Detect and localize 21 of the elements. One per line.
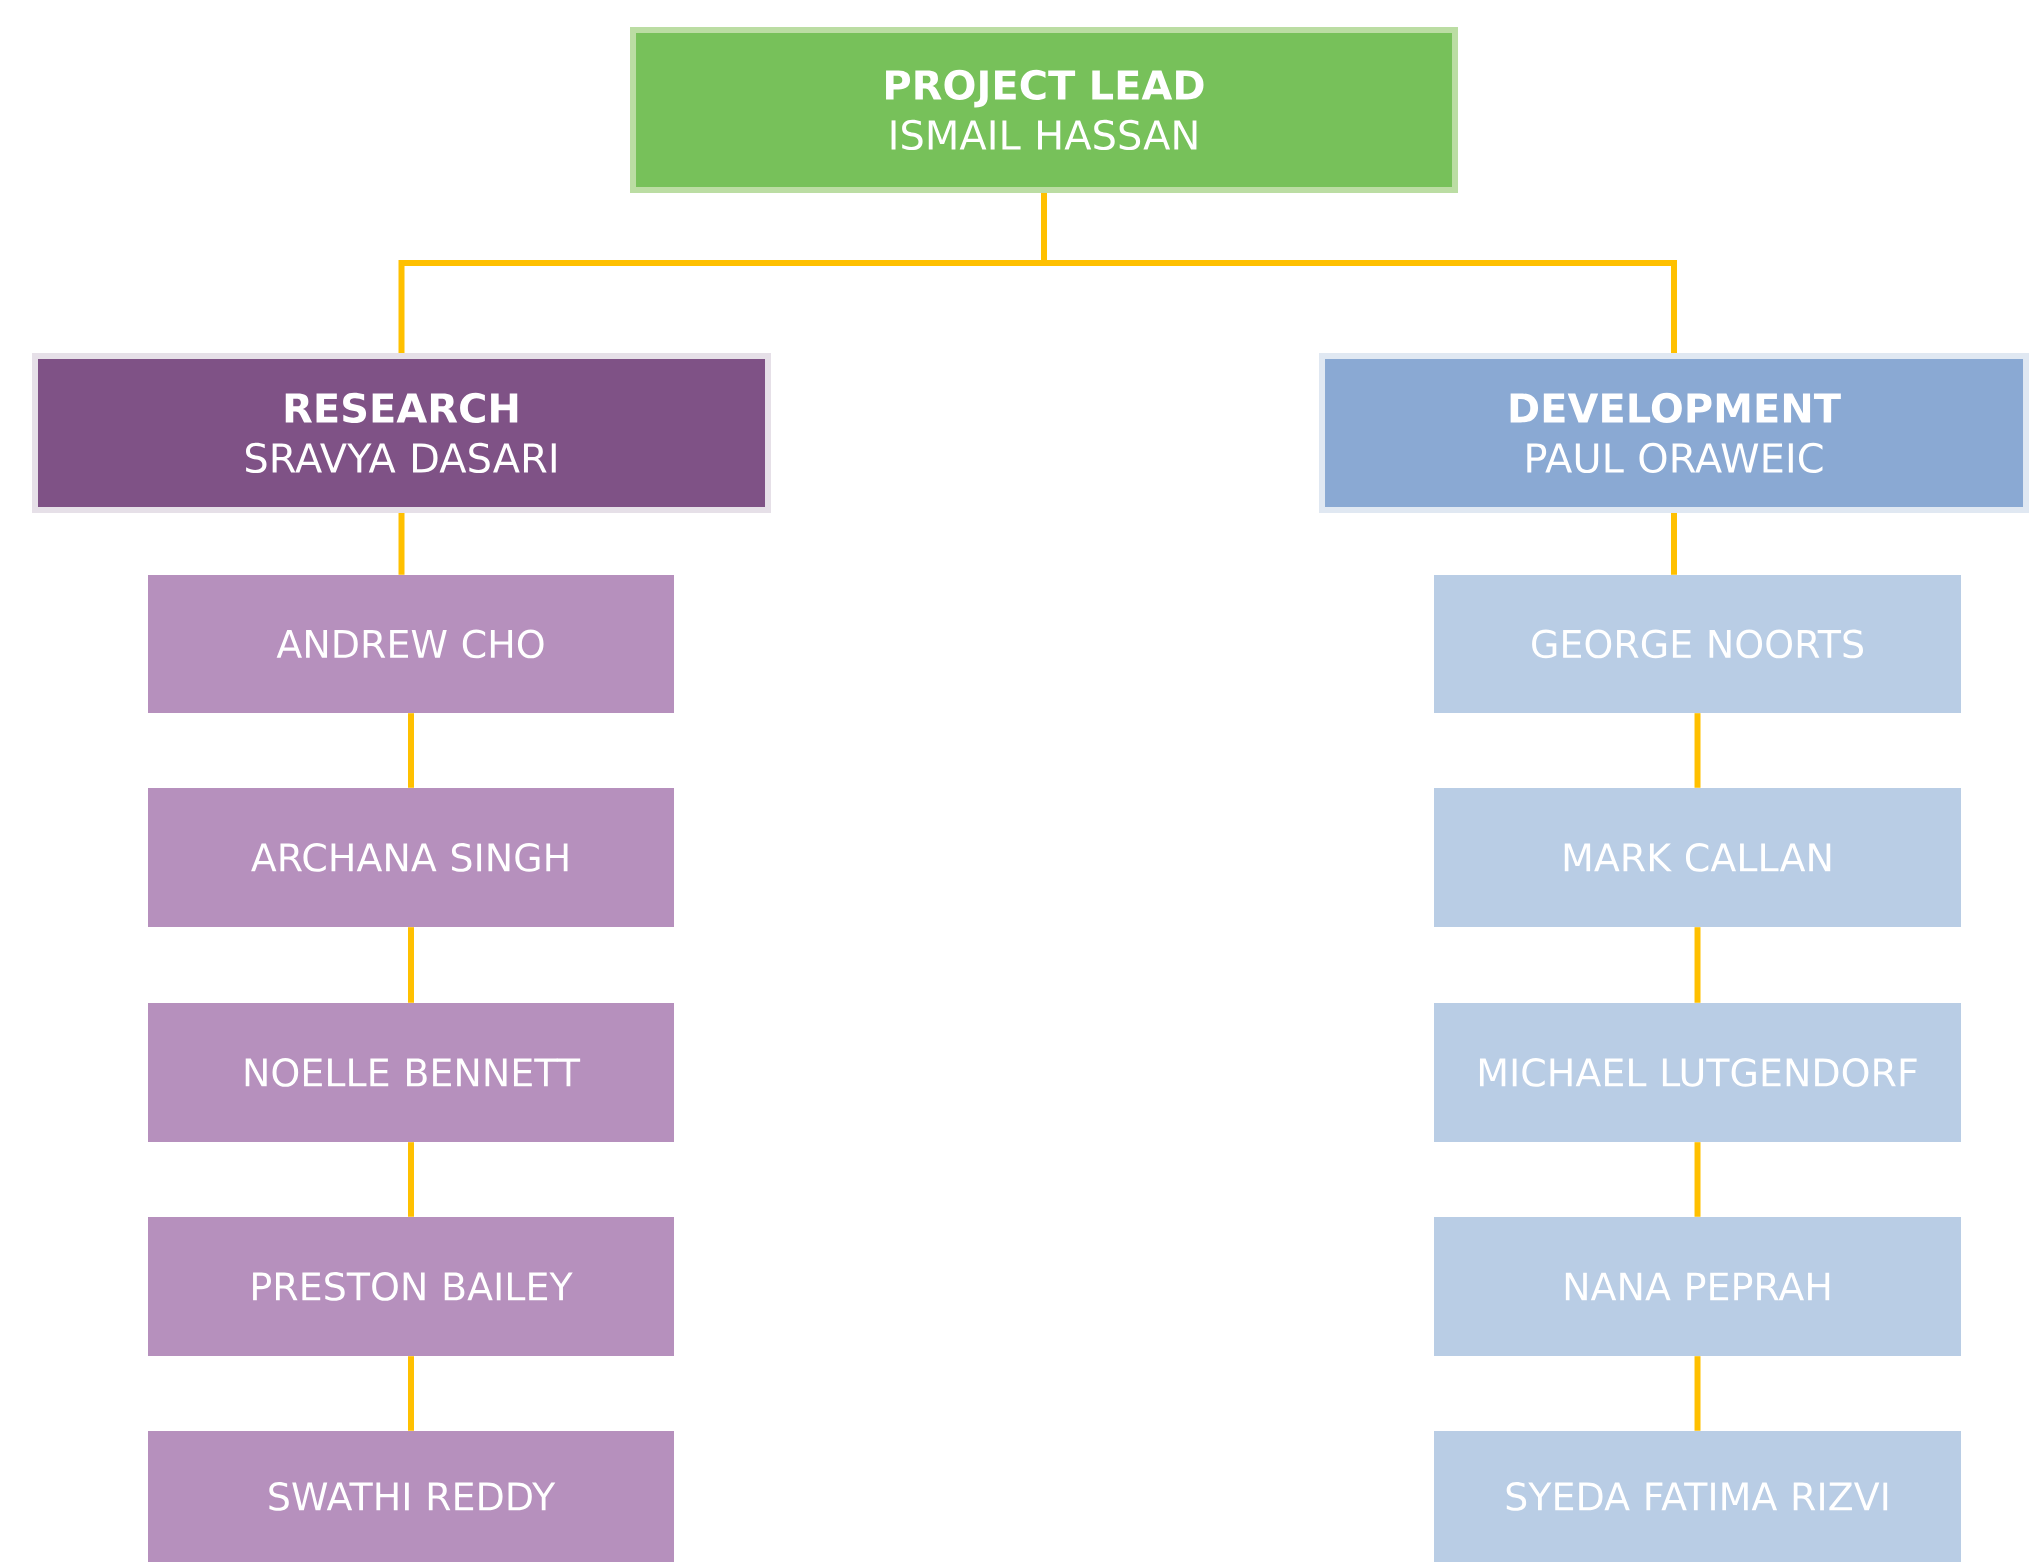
connector-line xyxy=(1694,1356,1701,1431)
team-lead-box: RESEARCH SRAVYA DASARI xyxy=(32,353,771,513)
lead-box: PROJECT LEAD ISMAIL HASSAN xyxy=(630,27,1458,193)
connector-line xyxy=(1694,1142,1701,1217)
member-box: NOELLE BENNETT xyxy=(148,1003,674,1142)
connector-line xyxy=(408,927,414,1003)
member-box: SYEDA FATIMA RIZVI xyxy=(1434,1431,1961,1562)
member-box: MARK CALLAN xyxy=(1434,788,1961,927)
connector-line xyxy=(408,1142,414,1217)
connector-line xyxy=(1694,927,1701,1003)
member-box: GEORGE NOORTS xyxy=(1434,575,1961,713)
member-box: SWATHI REDDY xyxy=(148,1431,674,1562)
member-box: PRESTON BAILEY xyxy=(148,1217,674,1356)
connector-line xyxy=(408,713,414,788)
team-lead-box: DEVELOPMENT PAUL ORAWEIC xyxy=(1319,353,2029,513)
connector-line xyxy=(408,1356,414,1431)
member-box: MICHAEL LUTGENDORF xyxy=(1434,1003,1961,1142)
member-box: ANDREW CHO xyxy=(148,575,674,713)
connector-line xyxy=(1694,713,1701,788)
member-box: NANA PEPRAH xyxy=(1434,1217,1961,1356)
member-box: ARCHANA SINGH xyxy=(148,788,674,927)
